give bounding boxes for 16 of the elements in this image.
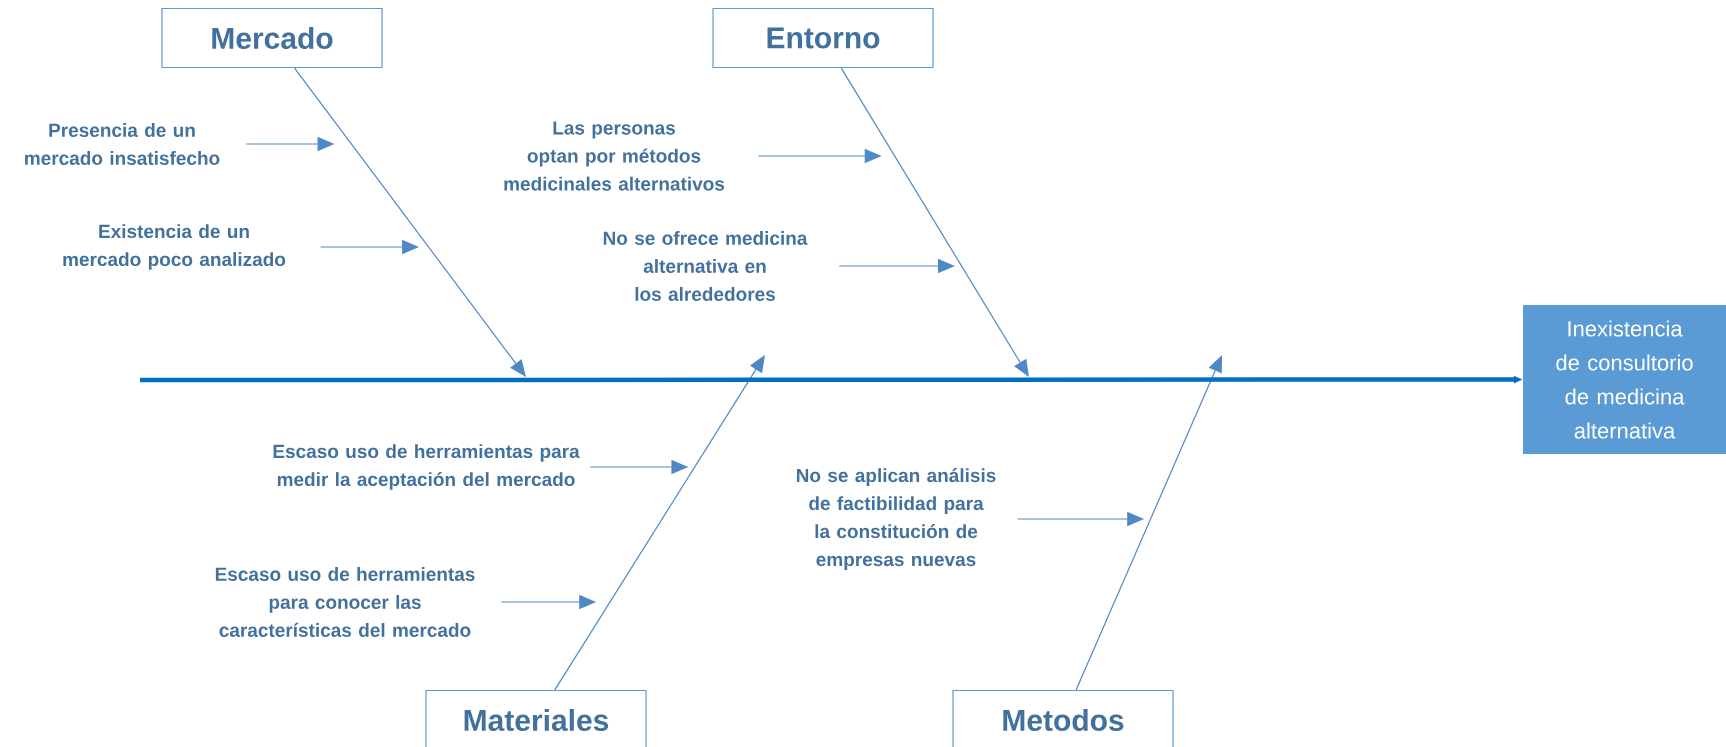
category-box: Entorno <box>712 7 934 69</box>
branch-arrow <box>1075 355 1222 691</box>
cause-text: Existencia de un mercado poco analizado <box>63 224 286 270</box>
cause-text: Escaso uso de herramientas para medir la aceptación del mercado <box>273 444 580 490</box>
category-box: Materiales <box>425 689 647 747</box>
category-box: Mercado <box>161 7 383 69</box>
cause-text: Las personas optan por métodos medicinales alternativos <box>504 121 725 191</box>
effect-box: Inexistencia de consultorio de medicina alternativa <box>1523 305 1726 454</box>
category-box: Metodos <box>952 689 1174 747</box>
cause-text: No se ofrece medicina alternativa en los alrededores <box>603 231 808 301</box>
cause-text: Presencia de un mercado insatisfecho <box>25 123 220 165</box>
branch-arrow <box>293 67 526 377</box>
cause-text: No se aplican análisis de factibilidad para la constitución de empresas nuevas <box>796 468 996 570</box>
branch-arrow <box>840 67 1029 377</box>
cause-text: Escaso uso de herramientas para conocer las características del mercado <box>215 567 475 637</box>
branch-arrow <box>554 355 765 691</box>
